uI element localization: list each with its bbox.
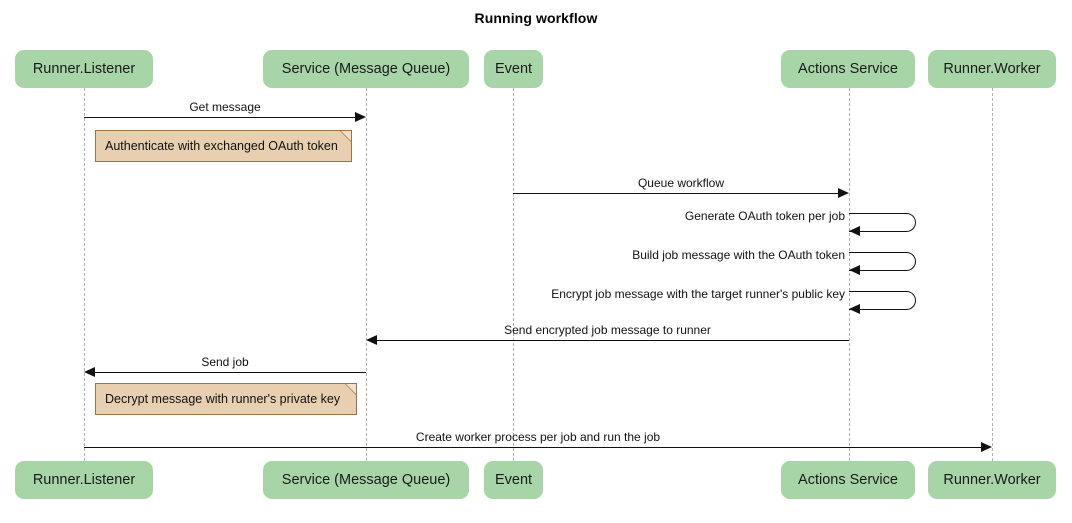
message-label-queue-workflow: Queue workflow [637, 176, 725, 190]
participant-label: Runner.Worker [943, 472, 1041, 488]
message-line-create-worker-process-per-job-and-run-the-job [84, 447, 982, 448]
message-line-queue-workflow [513, 193, 839, 194]
note-fold-inner-icon [341, 131, 351, 141]
note-text: Decrypt message with runner's private ke… [105, 392, 341, 406]
note-decrypt-message-with-runners-private-key: Decrypt message with runner's private ke… [95, 383, 357, 415]
participant-label: Runner.Listener [32, 472, 136, 488]
participant-label: Runner.Listener [32, 61, 136, 77]
participant-event-top[interactable]: Event [484, 50, 543, 88]
message-label-build-job-message-with-the-oauth-token: Build job message with the OAuth token [632, 248, 845, 262]
arrowhead-get-message [355, 112, 366, 122]
participant-label: Event [494, 61, 533, 77]
participant-runner-listener-bottom[interactable]: Runner.Listener [15, 461, 153, 499]
page-title: Running workflow [474, 10, 598, 26]
participant-actions-service-bottom[interactable]: Actions Service [781, 461, 915, 499]
arrowhead-queue-workflow [838, 188, 849, 198]
lifeline-service-message-queue [366, 88, 367, 461]
message-label-encrypt-job-message-with-the-target-runners-public-key: Encrypt job message with the target runn… [551, 287, 845, 301]
message-label-create-worker-process-per-job-and-run-the-job: Create worker process per job and run th… [415, 430, 661, 444]
note-authenticate-with-exchanged-oauth-token: Authenticate with exchanged OAuth token [95, 130, 352, 162]
participant-runner-worker-top[interactable]: Runner.Worker [928, 50, 1056, 88]
participant-event-bottom[interactable]: Event [484, 461, 543, 499]
note-fold-inner-icon [346, 384, 356, 394]
selfloop-build-job-message-with-the-oauth-token [849, 252, 916, 271]
participant-service-message-queue-bottom[interactable]: Service (Message Queue) [263, 461, 469, 499]
lifeline-runner-listener [84, 88, 85, 461]
participant-label: Service (Message Queue) [281, 472, 451, 488]
participant-label: Actions Service [798, 472, 898, 488]
arrowhead-encrypt-job-message-with-the-target-runners-public-key [849, 304, 860, 314]
arrowhead-generate-oauth-token-per-job [849, 226, 860, 236]
note-text: Authenticate with exchanged OAuth token [105, 139, 338, 153]
arrowhead-send-job [84, 367, 95, 377]
lifeline-runner-worker [992, 88, 993, 461]
message-line-send-encrypted-job-message-to-runner [377, 340, 849, 341]
arrowhead-send-encrypted-job-message-to-runner [366, 335, 377, 345]
participant-actions-service-top[interactable]: Actions Service [781, 50, 915, 88]
lifeline-event [513, 88, 514, 461]
participant-label: Actions Service [798, 61, 898, 77]
participant-label: Service (Message Queue) [281, 61, 451, 77]
arrowhead-build-job-message-with-the-oauth-token [849, 265, 860, 275]
selfloop-encrypt-job-message-with-the-target-runners-public-key [849, 291, 916, 310]
participant-label: Event [494, 472, 533, 488]
selfloop-generate-oauth-token-per-job [849, 213, 916, 232]
participant-runner-worker-bottom[interactable]: Runner.Worker [928, 461, 1056, 499]
participant-label: Runner.Worker [943, 61, 1041, 77]
participant-runner-listener-top[interactable]: Runner.Listener [15, 50, 153, 88]
message-line-get-message [84, 117, 356, 118]
message-line-send-job [95, 372, 366, 373]
message-label-get-message: Get message [189, 100, 261, 114]
message-label-send-job: Send job [201, 355, 249, 369]
message-label-send-encrypted-job-message-to-runner: Send encrypted job message to runner [504, 323, 711, 337]
arrowhead-create-worker-process-per-job-and-run-the-job [981, 442, 992, 452]
message-label-generate-oauth-token-per-job: Generate OAuth token per job [684, 209, 845, 223]
participant-service-message-queue-top[interactable]: Service (Message Queue) [263, 50, 469, 88]
